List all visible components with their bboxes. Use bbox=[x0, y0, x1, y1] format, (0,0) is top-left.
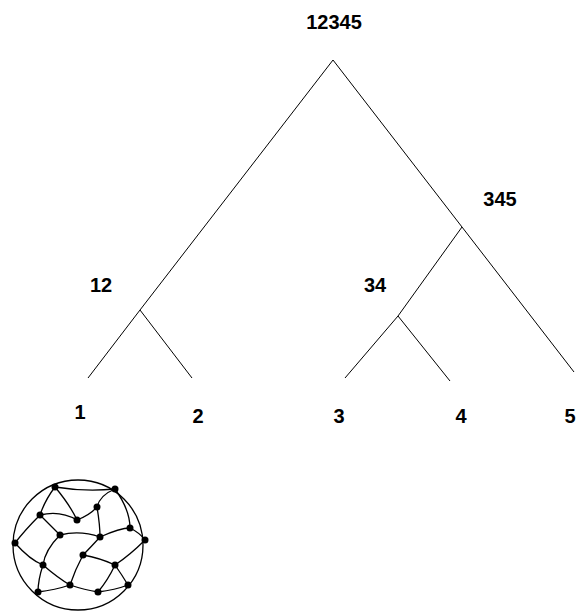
leaf-label: 1 bbox=[72, 400, 87, 424]
leaf-label: 2 bbox=[190, 404, 205, 428]
node-text: 3 bbox=[333, 405, 344, 427]
node-text: 1 bbox=[74, 401, 85, 423]
leaf-label: 3 bbox=[331, 404, 346, 428]
tree-branch bbox=[462, 227, 574, 372]
node-text: 5 bbox=[564, 405, 575, 427]
tree-branch bbox=[333, 60, 462, 227]
tree-branch bbox=[398, 316, 450, 381]
leaf-label: 5 bbox=[562, 404, 577, 428]
tree-branch bbox=[345, 316, 398, 378]
node-text: 345 bbox=[483, 188, 516, 210]
cluster-label: 345 bbox=[481, 187, 518, 211]
node-text: 4 bbox=[455, 405, 466, 427]
tree-branch bbox=[398, 227, 462, 316]
node-text: 2 bbox=[192, 405, 203, 427]
tree-branch bbox=[88, 310, 140, 378]
node-text: 12345 bbox=[306, 11, 362, 33]
tree-branch bbox=[140, 310, 192, 378]
graph-illustration bbox=[0, 470, 160, 612]
cluster-label: 34 bbox=[362, 273, 388, 297]
cluster-label: 12 bbox=[88, 273, 114, 297]
node-text: 34 bbox=[364, 274, 386, 296]
node-text: 12 bbox=[90, 274, 112, 296]
tree-branch bbox=[140, 60, 333, 310]
leaf-label: 4 bbox=[453, 404, 468, 428]
cluster-label: 12345 bbox=[304, 10, 364, 34]
